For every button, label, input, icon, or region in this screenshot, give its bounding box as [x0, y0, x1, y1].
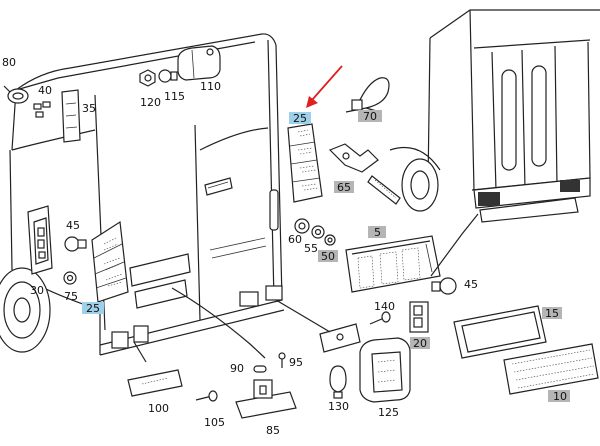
- switch-panel: [27, 205, 53, 275]
- callout-140: 140: [374, 300, 395, 313]
- switch-20: [409, 301, 429, 333]
- callout-50: 50: [321, 250, 335, 263]
- callout-85: 85: [266, 424, 280, 437]
- lamp-plate-100: [127, 369, 183, 397]
- callout-120: 120: [140, 96, 161, 109]
- callout-115: 115: [164, 90, 185, 103]
- truck-cab: [0, 33, 285, 356]
- red-arrow-indicator: [306, 65, 343, 108]
- callout-25-lower: 25: [86, 302, 100, 315]
- leader-lines: [133, 107, 479, 363]
- bulb-45-right: [431, 277, 457, 295]
- connector-65: [328, 143, 401, 205]
- festoon-bulb-90: [253, 365, 267, 373]
- callout-60: 60: [288, 233, 302, 246]
- callout-90: 90: [230, 362, 244, 375]
- lens-frame-15: [453, 305, 547, 359]
- work-lamp-125: [359, 337, 411, 403]
- callout-15: 15: [545, 307, 559, 320]
- interior-lamp-85: [235, 379, 297, 419]
- callout-tags: [82, 110, 570, 402]
- grommet-55: [311, 225, 325, 239]
- bulb-115: [158, 69, 178, 83]
- cable-tie-70: [345, 77, 390, 113]
- callout-75: 75: [64, 290, 78, 303]
- callout-125: 125: [378, 406, 399, 419]
- relay-35: [61, 89, 81, 143]
- callout-20: 20: [413, 337, 427, 350]
- callout-110: 110: [200, 80, 221, 93]
- screw-140: [369, 311, 391, 325]
- tail-lamp-5: [345, 235, 441, 293]
- callout-5: 5: [374, 226, 381, 239]
- callout-70: 70: [363, 110, 377, 123]
- callout-25-upper: 25: [293, 112, 307, 125]
- callout-10: 10: [553, 390, 567, 403]
- screw-105: [195, 390, 218, 402]
- callout-95: 95: [289, 356, 303, 369]
- callout-30: 30: [30, 284, 44, 297]
- horn-80: [3, 85, 29, 104]
- callout-35: 35: [82, 102, 96, 115]
- rear-lamp-cluster-lower: [91, 220, 129, 303]
- lamp-holder-75: [63, 271, 77, 285]
- callout-55: 55: [304, 242, 318, 255]
- lens-10: [503, 343, 599, 395]
- bulb-130: [329, 365, 347, 399]
- callout-130: 130: [328, 400, 349, 413]
- connector-40: [33, 101, 51, 118]
- box-body: [389, 9, 600, 223]
- callout-100: 100: [148, 402, 169, 415]
- callout-45-right: 45: [464, 278, 478, 291]
- marker-lamp-110: [177, 45, 221, 81]
- grommet-50: [324, 234, 336, 246]
- rear-lamp-cluster-upper: [287, 123, 323, 203]
- bulb-95: [278, 352, 286, 368]
- bulb-45-left: [64, 236, 87, 252]
- callout-105: 105: [204, 416, 225, 429]
- nut-120: [139, 69, 156, 87]
- bracket-plate: [319, 323, 361, 353]
- callout-45-left: 45: [66, 219, 80, 232]
- callout-labels: 80 40 35 120 115 110 25 70 65 45 60 55 5…: [2, 56, 567, 437]
- callout-65: 65: [337, 181, 351, 194]
- callout-80: 80: [2, 56, 16, 69]
- grommet-60: [294, 218, 310, 234]
- callout-40: 40: [38, 84, 52, 97]
